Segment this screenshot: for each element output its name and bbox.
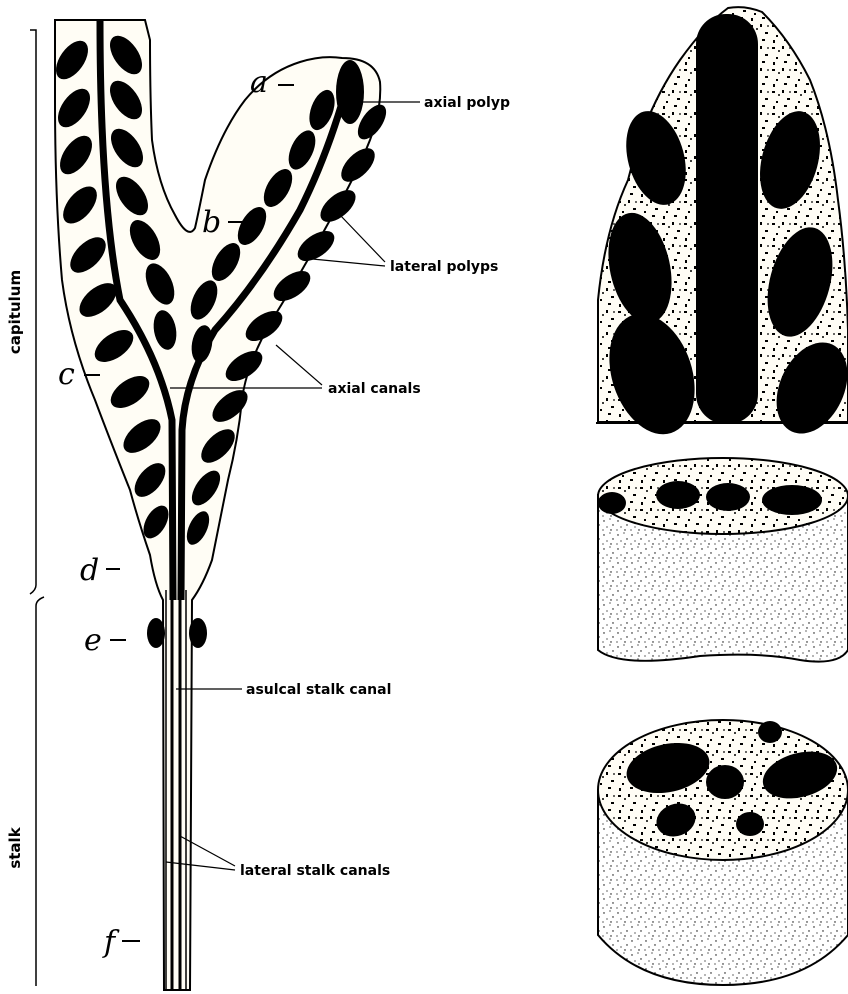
cross-upper-canal-4 <box>762 485 822 515</box>
capitulum-label: capitulum <box>6 270 24 354</box>
longitudinal-diagram: capitulum stalk a b c d e f axial polyp … <box>6 20 510 990</box>
cross-upper-canal-3 <box>706 483 750 511</box>
tip-axial-polyp <box>696 14 758 424</box>
label-axial-polyp: axial polyp <box>424 95 510 111</box>
cross-lower-canal-3 <box>758 721 782 743</box>
cross-section-upper <box>598 458 848 662</box>
level-a: a <box>250 65 268 100</box>
stalk-bulge-right <box>189 618 207 648</box>
stalk-bulge-left <box>147 618 165 648</box>
level-c: c <box>58 357 75 392</box>
cross-lower-canal-4 <box>706 765 744 799</box>
cross-upper-canal-2 <box>656 481 700 509</box>
label-asulcal-stalk-canal: asulcal stalk canal <box>246 682 391 698</box>
level-e: e <box>84 623 102 658</box>
level-f: f <box>102 925 120 960</box>
stalk-bracket <box>36 597 44 986</box>
cross-lower-canal-6 <box>736 812 764 836</box>
label-axial-canals: axial canals <box>328 381 421 397</box>
capitulum-bracket <box>30 30 36 594</box>
level-d: d <box>80 553 99 588</box>
cross-upper-canal-1 <box>598 492 626 514</box>
capitulum-tip-detail <box>595 7 848 445</box>
level-b: b <box>202 205 221 240</box>
stalk-label: stalk <box>6 826 24 868</box>
label-lateral-stalk-canals: lateral stalk canals <box>240 863 390 879</box>
label-lateral-polyps: lateral polyps <box>390 259 498 275</box>
cross-section-lower <box>598 720 848 985</box>
axial-polyp-shape <box>336 60 364 124</box>
